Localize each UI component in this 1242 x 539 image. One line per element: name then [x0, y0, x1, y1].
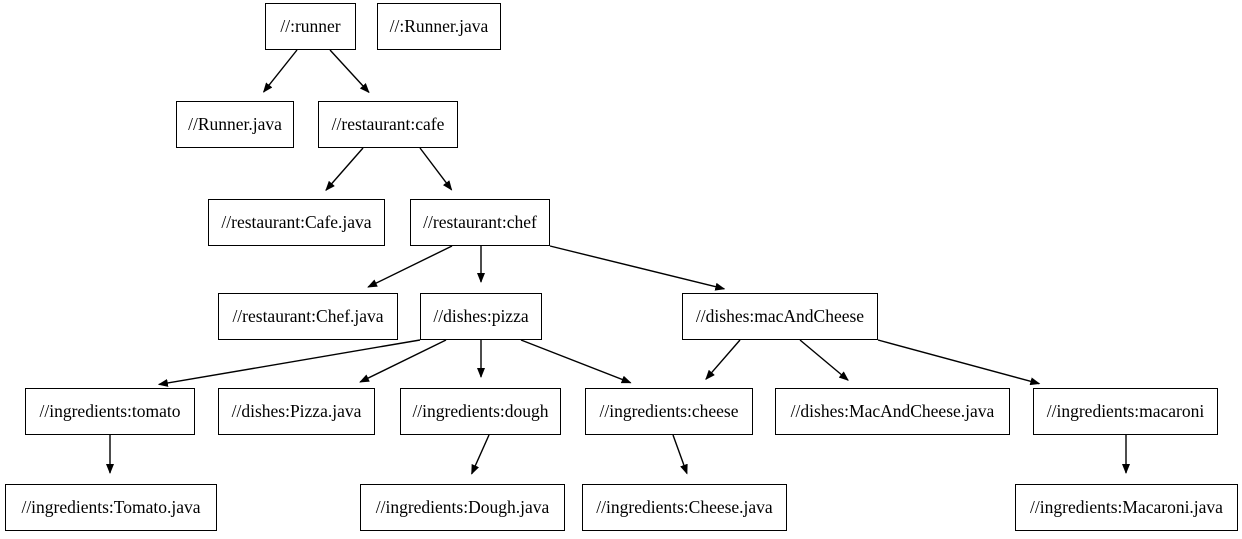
graph-node-ing_dough[interactable]: //ingredients:dough [400, 388, 561, 435]
graph-node-label: //Runner.java [188, 113, 282, 134]
graph-node-ing_dough_java[interactable]: //ingredients:Dough.java [360, 484, 565, 531]
graph-node-label: //restaurant:cafe [331, 113, 445, 134]
graph-node-ing_tomato_java[interactable]: //ingredients:Tomato.java [5, 484, 217, 531]
graph-node-label: //ingredients:Dough.java [375, 496, 550, 517]
graph-node-label: //ingredients:cheese [599, 400, 739, 421]
graph-node-label: //ingredients:Tomato.java [21, 496, 201, 517]
graph-node-restaurant_cafe_java[interactable]: //restaurant:Cafe.java [208, 199, 385, 246]
graph-node-label: //ingredients:tomato [39, 400, 181, 421]
graph-node-dishes_pizza_java[interactable]: //dishes:Pizza.java [218, 388, 375, 435]
graph-node-label: //restaurant:chef [423, 211, 537, 232]
graph-node-restaurant_chef[interactable]: //restaurant:chef [410, 199, 550, 246]
graph-node-runner[interactable]: //:runner [265, 3, 356, 50]
graph-node-restaurant_chef_java[interactable]: //restaurant:Chef.java [218, 293, 398, 340]
graph-node-label: //restaurant:Chef.java [232, 305, 384, 326]
graph-node-restaurant_cafe[interactable]: //restaurant:cafe [318, 101, 458, 148]
graph-node-label: //dishes:pizza [433, 305, 529, 326]
graph-node-label: //dishes:macAndCheese [695, 305, 865, 326]
graph-node-runner_java_root[interactable]: //:Runner.java [377, 3, 501, 50]
graph-node-ing_macaroni_java[interactable]: //ingredients:Macaroni.java [1015, 484, 1238, 531]
graph-node-ing_cheese_java[interactable]: //ingredients:Cheese.java [582, 484, 787, 531]
graph-node-label: //:runner [280, 15, 341, 36]
graph-node-label: //restaurant:Cafe.java [221, 211, 372, 232]
graph-node-dishes_macandcheese[interactable]: //dishes:macAndCheese [682, 293, 878, 340]
graph-node-label: //ingredients:macaroni [1046, 400, 1205, 421]
graph-node-ing_tomato[interactable]: //ingredients:tomato [25, 388, 195, 435]
graph-node-ing_cheese[interactable]: //ingredients:cheese [585, 388, 753, 435]
graph-node-label: //ingredients:Cheese.java [596, 496, 773, 517]
graph-node-label: //ingredients:Macaroni.java [1030, 496, 1223, 517]
graph-node-label: //:Runner.java [389, 15, 489, 36]
graph-node-dishes_pizza[interactable]: //dishes:pizza [420, 293, 542, 340]
graph-node-label: //dishes:Pizza.java [231, 400, 362, 421]
graph-node-label: //dishes:MacAndCheese.java [790, 400, 995, 421]
graph-node-label: //ingredients:dough [412, 400, 549, 421]
graph-node-ing_macaroni[interactable]: //ingredients:macaroni [1033, 388, 1218, 435]
graph-node-dishes_mac_java[interactable]: //dishes:MacAndCheese.java [775, 388, 1010, 435]
graph-node-runner_java[interactable]: //Runner.java [176, 101, 294, 148]
